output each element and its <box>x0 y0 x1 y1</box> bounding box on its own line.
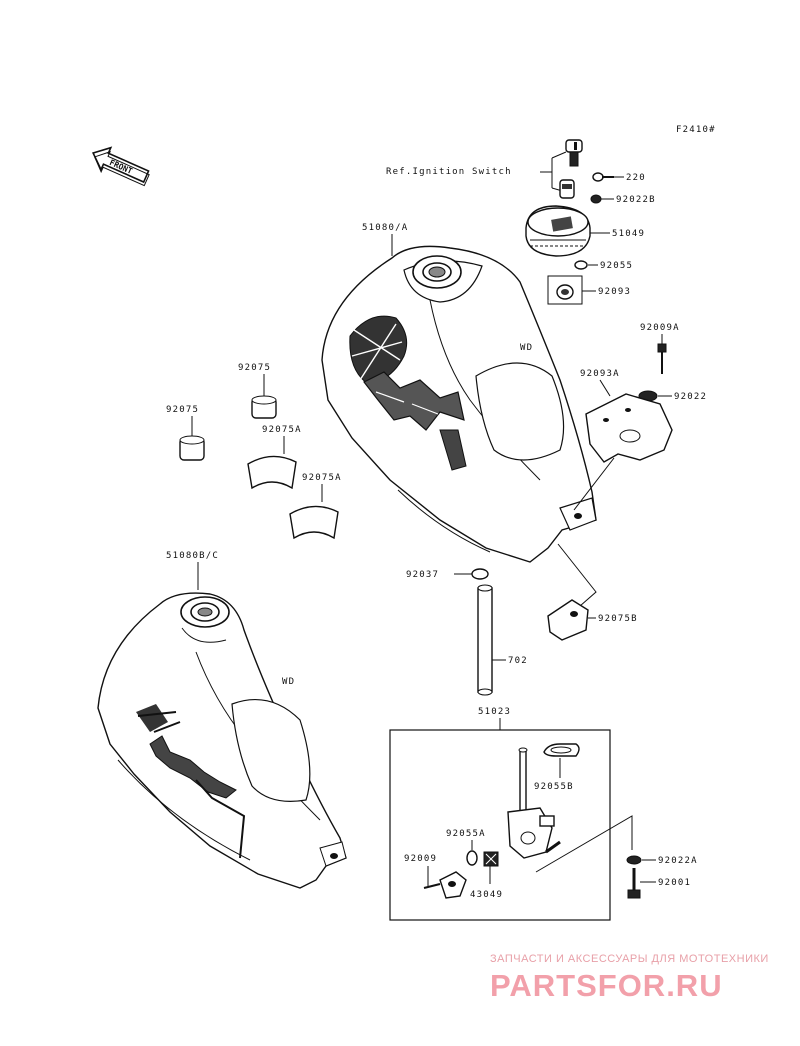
part-label-92001: 92001 <box>658 878 691 888</box>
watermark-tagline: ЗАПЧАСТИ И АКСЕССУАРЫ ДЛЯ МОТОТЕХНИКИ <box>490 953 769 965</box>
part-label-220: 220 <box>626 173 646 183</box>
part-label-43049: 43049 <box>470 890 503 900</box>
wd-mark-main-tank: WD <box>520 343 533 353</box>
filter-43049-icon <box>483 851 499 867</box>
fuel-cap-51049-icon <box>525 205 591 257</box>
part-label-92022b: 92022B <box>616 195 656 205</box>
gasket-92055b-icon <box>543 743 580 757</box>
fuel-hose-702-icon <box>477 584 493 696</box>
part-label-92093a: 92093A <box>580 369 620 379</box>
part-label-92055a: 92055A <box>446 829 486 839</box>
part-label-51049: 51049 <box>612 229 645 239</box>
o-ring-92055-icon <box>574 260 588 270</box>
rubber-damper-92075b-icon <box>547 599 589 641</box>
lever-plate-92009-icon <box>423 871 467 899</box>
bolt-92001-icon <box>627 868 641 899</box>
part-label-51080a: 51080/A <box>362 223 408 233</box>
ignition-lock-cylinder-icon <box>559 179 575 199</box>
fuel-tap-51023-icon <box>507 747 561 859</box>
rubber-damper-92075-b-icon <box>179 435 205 461</box>
watermark-brand: PARTSFOR.RU <box>490 968 723 1003</box>
diagram-ref-code: F2410# <box>676 125 716 135</box>
part-label-702: 702 <box>508 656 528 666</box>
wd-mark-second-tank: WD <box>282 677 295 687</box>
part-label-92022: 92022 <box>674 392 707 402</box>
ref-ignition-switch-note: Ref.Ignition Switch <box>386 167 512 177</box>
part-label-92093: 92093 <box>598 287 631 297</box>
part-label-92075a-1: 92075A <box>262 425 302 435</box>
part-label-51080bc: 51080B/C <box>166 551 219 561</box>
front-arrow-icon: FRONT <box>91 146 150 187</box>
leader-92022a <box>535 815 633 873</box>
rubber-cushion-92075a-2-icon <box>289 505 339 540</box>
screw-220-icon <box>592 172 614 182</box>
part-label-51023: 51023 <box>478 707 511 717</box>
gasket-92093-icon <box>556 284 574 300</box>
part-label-92022a: 92022A <box>658 856 698 866</box>
ref-bracket-line <box>540 151 567 193</box>
part-label-92037: 92037 <box>406 570 439 580</box>
part-label-92075-a: 92075 <box>238 363 271 373</box>
bolt-92009a-icon <box>657 343 667 374</box>
gasket-92093-box <box>547 275 583 305</box>
part-label-92055: 92055 <box>600 261 633 271</box>
part-label-92009: 92009 <box>404 854 437 864</box>
rubber-damper-92075-a-icon <box>251 395 277 419</box>
ignition-key-icon <box>565 139 583 167</box>
leader-92075b <box>557 543 597 607</box>
part-label-92075-b: 92075 <box>166 405 199 415</box>
washer-92022b-icon <box>590 194 602 204</box>
part-label-92075a-2: 92075A <box>302 473 342 483</box>
fuel-tank-51080a-icon <box>321 245 597 563</box>
part-label-92055b: 92055B <box>534 782 574 792</box>
o-ring-92055a-icon <box>466 850 478 866</box>
rubber-cushion-92075a-1-icon <box>247 455 297 490</box>
washer-92022a-icon <box>626 855 642 865</box>
clip-92037-icon <box>471 568 489 580</box>
fuel-tank-51080bc-icon <box>97 592 347 889</box>
fuel-tap-assembly-box <box>389 729 611 921</box>
part-label-92009a: 92009A <box>640 323 680 333</box>
part-label-92075b: 92075B <box>598 614 638 624</box>
bracket-92093a-icon <box>585 393 673 463</box>
